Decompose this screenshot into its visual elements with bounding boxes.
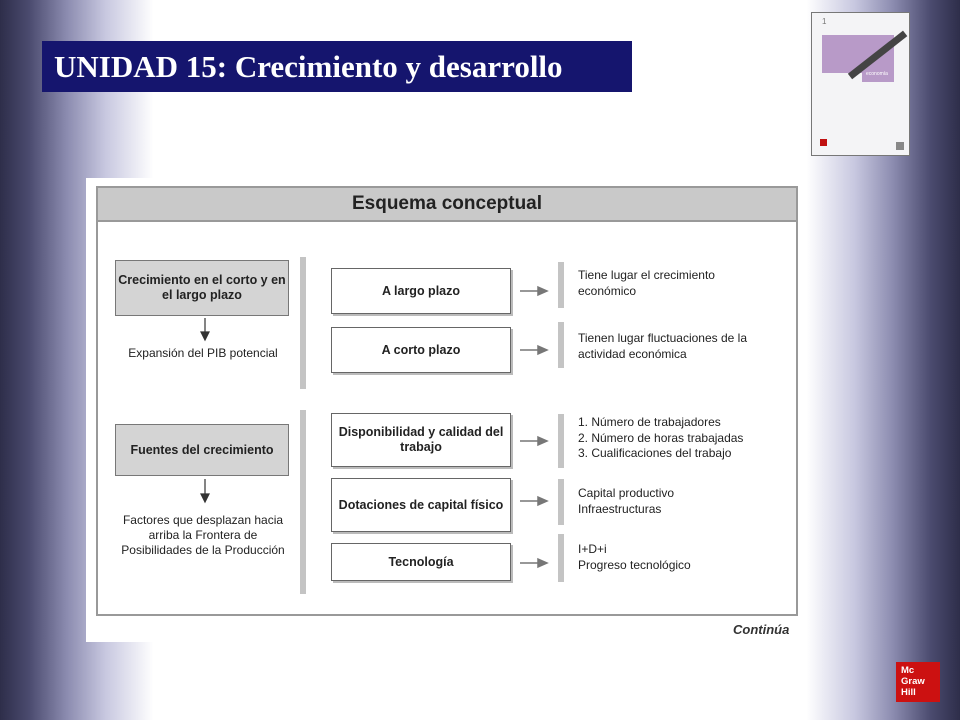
branch-long-term: A largo plazo	[331, 268, 511, 314]
detail-short-term: Tienen lugar fluctuaciones de la activid…	[578, 331, 747, 361]
branch-labor: Disponibilidad y calidad del trabajo	[331, 413, 511, 467]
arrowhead-down-section-1	[200, 331, 210, 342]
divider-bar	[300, 257, 306, 389]
book-cover-number: 1	[822, 17, 827, 26]
arrowhead-down-section-2	[200, 493, 210, 504]
branch-short-term: A corto plazo	[331, 327, 511, 373]
result-ppf-shift: Factores que desplazan hacia arriba la F…	[121, 513, 285, 557]
continue-label: Continúa	[733, 622, 790, 637]
result-pib-expansion: Expansión del PIB potencial	[128, 346, 278, 360]
diagram-header: Esquema conceptual	[96, 186, 798, 222]
concept-growth-short-long-term: Crecimiento en el corto y en el largo pl…	[115, 260, 289, 316]
slide-title: UNIDAD 15: Crecimiento y desarrollo	[42, 41, 632, 92]
branch-physical-capital: Dotaciones de capital físico	[331, 478, 511, 532]
detail-physical-capital: Capital productivo Infraestructuras	[578, 486, 675, 516]
divider-bar	[300, 410, 306, 594]
branch-technology: Tecnología	[331, 543, 511, 581]
book-cover-thumbnail: 1 economía	[811, 12, 910, 156]
mcgraw-hill-logo: Mc Graw Hill	[896, 662, 940, 702]
detail-labor: 1. Número de trabajadores 2. Número de h…	[578, 415, 744, 461]
concept-growth-sources: Fuentes del crecimiento	[115, 424, 289, 476]
detail-technology: I+D+i Progreso tecnológico	[578, 542, 691, 572]
detail-long-term: Tiene lugar el crecimiento económico	[578, 268, 715, 298]
book-cover-subject: economía	[866, 71, 888, 77]
